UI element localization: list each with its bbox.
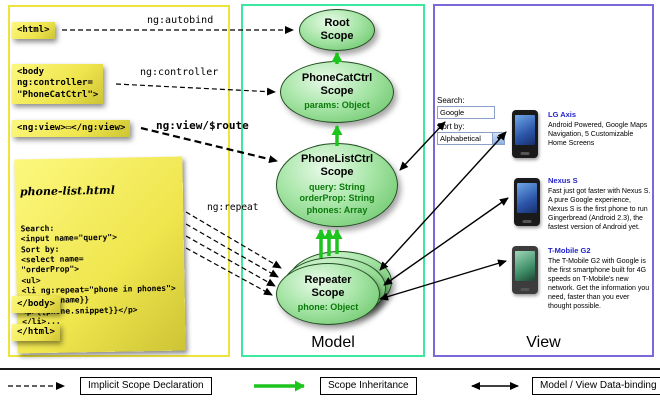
legend-implicit-scope: Implicit Scope Declaration [80,377,212,395]
ng-repeat-label: ng:repeat [207,202,259,213]
phone-image-lg-axis [512,110,538,158]
implicit-scope-arrow-icon [8,382,65,390]
ng-controller-label: ng:controller [140,67,219,78]
phonecat-scope-ellipse: PhoneCatCtrl Scope params: Object [280,61,394,123]
phone-button [522,220,532,223]
phone-list-item: T-Mobile G2 The T-Mobile G2 with Google … [548,246,651,311]
legend-databinding: Model / View Data-binding [532,377,660,395]
ng-autobind-label: ng:autobind [147,15,214,26]
root-scope-ellipse: Root Scope [299,9,375,51]
repeater-scope-props: phone: Object [297,302,359,313]
phone-description: Fast just got faster with Nexus S. A pur… [548,187,651,232]
phonelist-scope-ellipse: PhoneListCtrl Scope query: String orderP… [276,143,398,227]
phone-list-item: Nexus S Fast just got faster with Nexus … [548,176,651,232]
dropdown-arrow-icon[interactable]: ▼ [492,133,504,144]
phone-screen [515,251,535,281]
databinding-arrow-icon [471,382,519,390]
phone-name-link[interactable]: T-Mobile G2 [548,246,591,255]
phone-screen [517,183,537,213]
phone-list-item: LG Axis Android Powered, Google Maps Nav… [548,110,651,148]
phonelist-scope-props: query: String orderProp: String phones: … [299,181,375,215]
phonecat-scope-title: PhoneCatCtrl Scope [301,72,373,97]
phone-button [520,288,530,291]
search-input[interactable] [437,106,495,119]
phone-screen [515,115,535,145]
scope-inheritance-arrow-icon [254,380,305,392]
body-close-note: </body> [12,296,60,314]
phone-description: Android Powered, Google Maps Navigation,… [548,121,648,147]
phone-name-link[interactable]: Nexus S [548,176,578,185]
phone-name-link[interactable]: LG Axis [548,110,577,119]
phone-button [520,152,530,155]
sort-select[interactable]: Alphabetical ▼ [437,132,505,145]
legend-separator [0,368,660,370]
repeater-scope-ellipse: Repeater Scope phone: Object [276,263,380,325]
sort-by-label: Sort by: [437,122,465,131]
model-panel-label: Model [311,334,355,351]
code-note-title: phone-list.html [19,183,115,198]
phone-image-tmobile-g2 [512,246,538,294]
view-search-form: Search: Sort by: Alphabetical ▼ [437,96,505,145]
view-panel-label: View [526,334,561,351]
body-controller-note: <body ng:controller= "PhoneCatCtrl"> [12,64,104,104]
ng-view-note: <ng:view>▭</ng:view> [12,120,131,138]
ng-view-route-label: ng:view/$route [156,119,249,132]
phonecat-scope-props: params: Object [304,100,370,111]
phone-description: The T-Mobile G2 with Google is the first… [548,257,650,311]
phonelist-scope-title: PhoneListCtrl Scope [300,153,374,178]
search-label: Search: [437,96,465,105]
html-close-note: </html> [12,324,60,342]
sort-select-value: Alphabetical [440,134,481,143]
root-scope-title: Root Scope [320,17,354,42]
html-open-note: <html> [12,22,55,40]
repeater-scope-title: Repeater Scope [304,274,352,299]
legend-scope-inheritance: Scope Inheritance [320,377,417,395]
phone-image-nexus-s [514,178,540,226]
